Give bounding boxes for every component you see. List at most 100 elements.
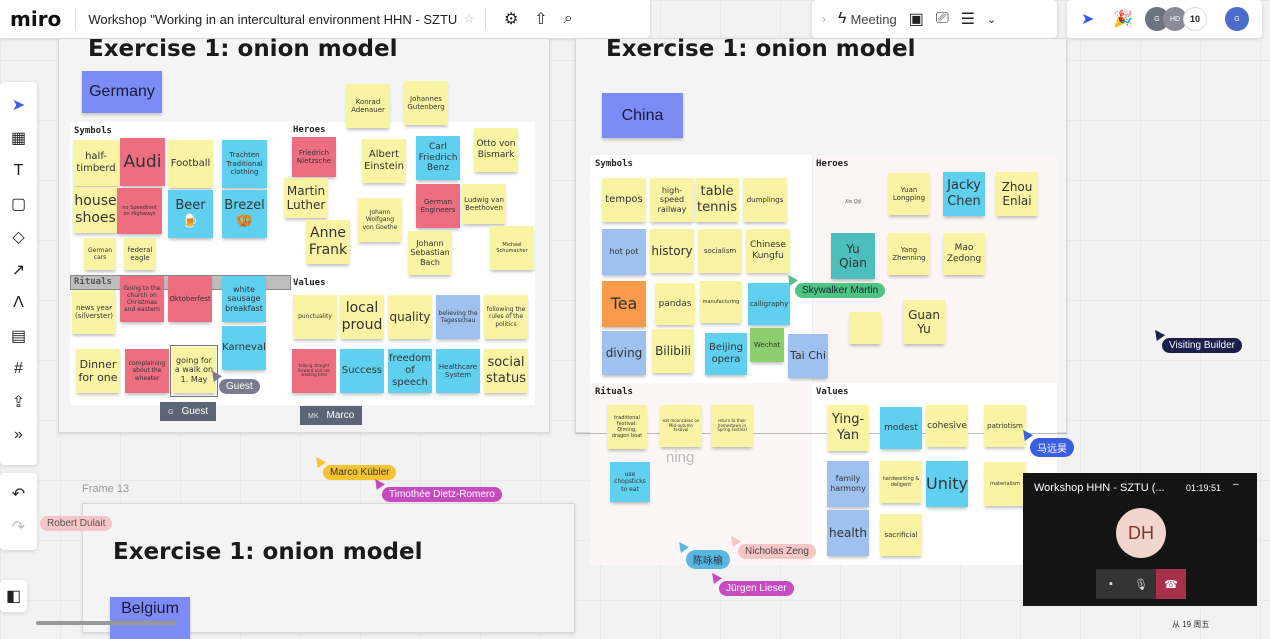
sticky-note[interactable]: local proud bbox=[340, 295, 384, 339]
sticky-note[interactable]: Brezel 🥨 bbox=[222, 190, 267, 238]
sticky-note[interactable]: going for a walk on 1. May bbox=[172, 347, 216, 393]
board-title[interactable]: Workshop "Working in an intercultural en… bbox=[88, 11, 458, 27]
sticky-note[interactable] bbox=[849, 312, 881, 344]
sticky-note[interactable]: Tea bbox=[602, 281, 646, 327]
frame-label[interactable]: Frame 13 bbox=[82, 483, 130, 495]
sticky-note[interactable]: patriotism bbox=[984, 405, 1026, 447]
country-label-china[interactable]: China bbox=[602, 93, 683, 138]
frames-panel-button[interactable]: ◧ bbox=[0, 580, 27, 612]
sticky-note[interactable]: tempos bbox=[602, 178, 646, 222]
video-card-icon[interactable]: ▣ bbox=[908, 11, 924, 28]
call-menu-icon[interactable]: – bbox=[1233, 479, 1239, 490]
sticky-note[interactable]: Audi bbox=[120, 138, 165, 186]
mic-off-icon[interactable]: 🎙 bbox=[1126, 569, 1156, 599]
participant-count[interactable]: 10 bbox=[1183, 7, 1207, 31]
sticky-note[interactable]: eat mooncakes on Mid-autumn festival bbox=[660, 405, 702, 447]
sticky-note[interactable]: Beijing opera bbox=[705, 333, 747, 375]
undo-icon[interactable]: ↶ bbox=[11, 485, 26, 503]
sticky-note[interactable]: pandas bbox=[655, 283, 695, 325]
sticky-note[interactable]: health bbox=[827, 510, 869, 556]
sticky-note[interactable]: Ludwig van Beethoven bbox=[462, 184, 506, 224]
sticky-note[interactable]: materialism bbox=[984, 462, 1026, 506]
sticky-note[interactable]: Anne Frank bbox=[306, 220, 350, 264]
pen-icon[interactable]: Ʌ bbox=[13, 293, 24, 311]
sticky-note[interactable]: Johannes Gutenberg bbox=[404, 81, 448, 125]
horizontal-scrollbar[interactable] bbox=[36, 621, 176, 625]
upload-icon[interactable]: ⇪ bbox=[11, 393, 26, 411]
sticky-note[interactable]: social status bbox=[484, 349, 528, 393]
loose-text-ghost[interactable]: ning bbox=[666, 449, 695, 466]
sticky-note[interactable]: Chinese Kungfu bbox=[746, 229, 790, 273]
sticky-note[interactable]: German cars bbox=[84, 238, 116, 270]
sticky-note[interactable]: Yuan Longping bbox=[888, 173, 930, 215]
shapes-icon[interactable]: ◇ bbox=[12, 228, 25, 246]
sticky-note[interactable]: punctuality bbox=[293, 295, 337, 339]
connector-arrow-icon[interactable]: ↗ bbox=[11, 261, 26, 279]
frame-icon[interactable]: # bbox=[14, 359, 23, 377]
sticky-note[interactable]: Tai Chi bbox=[788, 334, 828, 378]
camera-off-icon[interactable]: ▪ bbox=[1096, 569, 1126, 599]
sticky-note[interactable]: Trachten Traditional clothing bbox=[222, 140, 267, 188]
sticky-note[interactable]: following the rules of the politics bbox=[484, 295, 528, 339]
sticky-note[interactable]: modest bbox=[880, 407, 922, 449]
templates-icon[interactable]: ▦ bbox=[10, 129, 27, 147]
sticky-note[interactable]: no Speedlimit on Highways bbox=[117, 188, 162, 234]
sticky-note-icon[interactable]: ▢ bbox=[10, 195, 27, 213]
hang-up-icon[interactable]: ☎ bbox=[1156, 569, 1186, 599]
sticky-note[interactable]: Bilibili bbox=[652, 329, 694, 373]
sticky-note[interactable]: Otto von Bismark bbox=[474, 128, 518, 172]
sticky-note[interactable]: complaining about the wheater bbox=[125, 349, 169, 393]
sticky-note[interactable]: table tennis bbox=[695, 178, 739, 222]
comment-icon[interactable]: ▤ bbox=[10, 327, 27, 345]
sticky-note[interactable]: socialism bbox=[698, 229, 742, 273]
sticky-note[interactable]: use chopsticks to eat bbox=[610, 462, 650, 502]
more-chevrons-icon[interactable]: ⌄ bbox=[987, 13, 997, 26]
sticky-note[interactable]: Yang Zhenning bbox=[888, 233, 930, 275]
sticky-note[interactable]: Football bbox=[168, 140, 213, 188]
sticky-note[interactable]: manufacturing bbox=[700, 281, 742, 323]
sticky-note[interactable]: Martin Luther bbox=[284, 178, 328, 218]
more-tools-icon[interactable]: » bbox=[14, 425, 23, 443]
sticky-note[interactable]: freedom of speech bbox=[388, 349, 432, 393]
sticky-note[interactable]: Johann Sebastian Bach bbox=[408, 231, 452, 275]
sticky-note[interactable]: high-speed railway bbox=[650, 178, 694, 222]
select-tool-icon[interactable]: ➤ bbox=[11, 96, 26, 114]
sticky-note[interactable]: Ying-Yan bbox=[827, 405, 869, 451]
settings-gear-icon[interactable]: ⚙ bbox=[503, 11, 519, 28]
current-user-avatar[interactable]: G bbox=[1225, 7, 1249, 31]
sticky-note[interactable]: Unity bbox=[926, 461, 968, 507]
sticky-note[interactable]: history bbox=[650, 229, 694, 273]
sticky-note[interactable]: Karneval bbox=[222, 326, 266, 370]
sticky-note[interactable]: Going to the church on Christmas and eas… bbox=[120, 276, 164, 322]
text-tool-icon[interactable]: T bbox=[13, 161, 24, 179]
sticky-note[interactable]: Dinner for one bbox=[76, 349, 120, 393]
miro-logo[interactable]: miro bbox=[10, 7, 62, 31]
sticky-note[interactable]: cohesive bbox=[926, 405, 968, 447]
sticky-note[interactable]: dumplings bbox=[743, 178, 787, 222]
sticky-note[interactable]: hardworking & deligent bbox=[880, 461, 922, 503]
reactions-icon[interactable]: 🎉 bbox=[1113, 11, 1133, 28]
star-icon[interactable]: ☆ bbox=[463, 11, 475, 26]
redo-icon[interactable]: ↷ bbox=[11, 518, 26, 536]
sticky-note[interactable]: Konrad Adenauer bbox=[346, 84, 390, 128]
sticky-note[interactable]: quality bbox=[388, 295, 432, 339]
sticky-note[interactable]: Johann Wolfgang von Goethe bbox=[358, 198, 402, 242]
sticky-note[interactable]: German Engineers bbox=[416, 184, 460, 228]
sticky-note[interactable]: white sausage breakfast bbox=[222, 276, 266, 322]
presentation-icon[interactable]: ⎚ bbox=[935, 10, 949, 27]
sticky-note[interactable]: house shoes bbox=[73, 187, 118, 233]
sticky-note[interactable]: calligraphy bbox=[748, 283, 790, 325]
sticky-note[interactable]: Carl Friedrich Benz bbox=[416, 136, 460, 180]
notes-icon[interactable]: ☰ bbox=[960, 11, 975, 28]
sticky-note[interactable]: Michael Schumacher bbox=[490, 226, 534, 270]
sticky-note[interactable]: Beer 🍺 bbox=[168, 190, 213, 238]
sticky-note[interactable]: Oktoberfest bbox=[168, 276, 212, 322]
sticky-note[interactable]: Wechat bbox=[750, 328, 784, 362]
sticky-note[interactable]: Yu Qian bbox=[831, 233, 875, 279]
video-call-widget[interactable]: Workshop HHN - SZTU (... 01:19:51 – DH ▪… bbox=[1023, 473, 1257, 606]
loose-text-xin-qiji[interactable]: Xin Qiji bbox=[845, 199, 861, 205]
sticky-note[interactable]: Jacky Chen bbox=[943, 172, 985, 216]
sticky-note[interactable]: traditional festival: Qiming, dragon boa… bbox=[607, 405, 647, 449]
sticky-note[interactable]: return to their homestown in Spring Fest… bbox=[711, 405, 753, 447]
